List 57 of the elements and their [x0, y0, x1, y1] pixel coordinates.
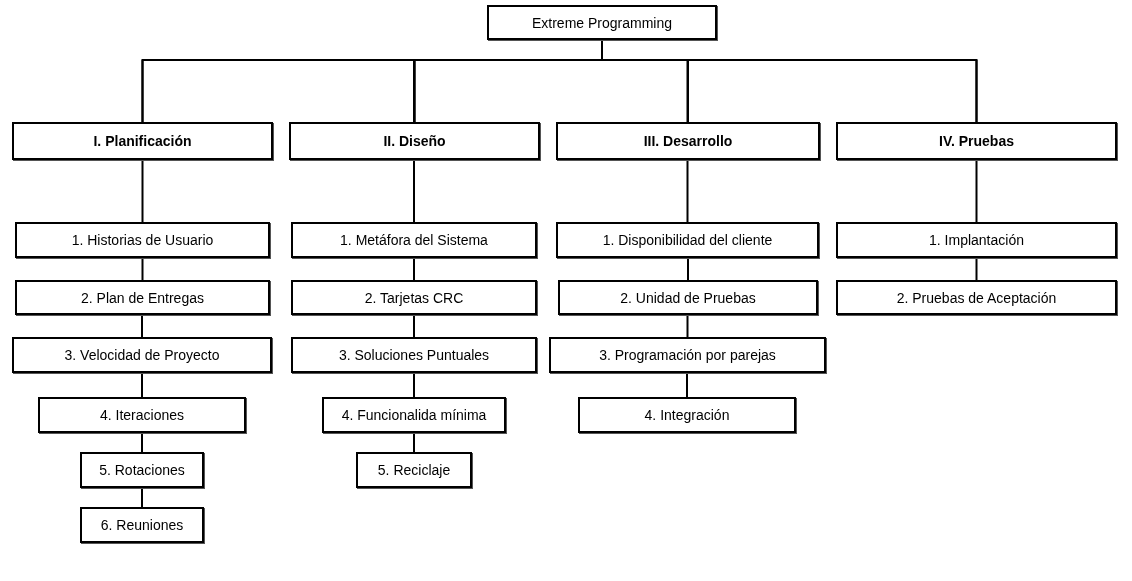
connector-line [686, 372, 688, 398]
practice-box [836, 222, 1117, 258]
box-label: 2. Tarjetas CRC [364, 289, 464, 306]
practice-box [836, 280, 1117, 315]
box-label: 3. Soluciones Puntuales [338, 347, 490, 363]
practice-box [15, 222, 270, 258]
box-label: 1. Metáfora del Sistema [340, 232, 488, 248]
practice-box [549, 337, 826, 373]
box-label: 4. Iteraciones [99, 407, 185, 423]
box-label: 3. Programación por parejas [599, 347, 776, 363]
connector-line [141, 372, 143, 398]
box-label: 6. Reuniones [100, 517, 184, 533]
connector-line [686, 314, 689, 338]
phase-title: II. Diseño [383, 133, 446, 149]
box-label: 2. Pruebas de Aceptación [896, 289, 1057, 306]
phase-box [289, 122, 540, 160]
practice-box [80, 507, 204, 543]
connector-line [413, 372, 415, 398]
practice-box [322, 397, 506, 433]
phase-box [12, 122, 273, 160]
phase-box [836, 122, 1117, 160]
practice-box [38, 397, 246, 433]
box-label: 2. Unidad de Pruebas [620, 289, 756, 306]
phase-title: IV. Pruebas [939, 133, 1014, 149]
practice-box [291, 280, 537, 315]
connector-line [687, 257, 689, 281]
root-box [487, 5, 717, 40]
box-label: 5. Rotaciones [99, 462, 185, 478]
box-label: 2. Plan de Entregas [81, 289, 204, 306]
connector-line [141, 487, 143, 508]
phase-box [556, 122, 820, 160]
phase-title: III. Desarrollo [643, 133, 733, 149]
connector-line [413, 257, 415, 281]
practice-box [558, 280, 818, 315]
box-label: 4. Integración [644, 407, 730, 423]
connector-line [141, 314, 143, 338]
box-label: 5. Reciclaje [377, 462, 451, 478]
connector-line [141, 432, 143, 453]
box-label: 1. Disponibilidad del cliente [602, 232, 773, 248]
practice-box [556, 222, 819, 258]
practice-box [578, 397, 796, 433]
practice-box [80, 452, 204, 488]
connector-line [413, 432, 415, 453]
box-label: 4. Funcionalida mínima [341, 407, 487, 423]
practice-box [291, 337, 537, 373]
practice-box [291, 222, 537, 258]
practice-box [356, 452, 472, 488]
connector-line [975, 257, 978, 281]
connector-line [413, 314, 415, 338]
box-label: 1. Implantación [929, 232, 1024, 248]
box-label: Extreme Programming [531, 14, 672, 31]
connector-line [141, 257, 144, 281]
phase-title: I. Planificación [93, 133, 192, 149]
practice-box [12, 337, 272, 373]
box-label: 1. Historias de Usuario [71, 232, 214, 248]
box-label: 3. Velocidad de Proyecto [64, 347, 220, 363]
practice-box [15, 280, 270, 315]
